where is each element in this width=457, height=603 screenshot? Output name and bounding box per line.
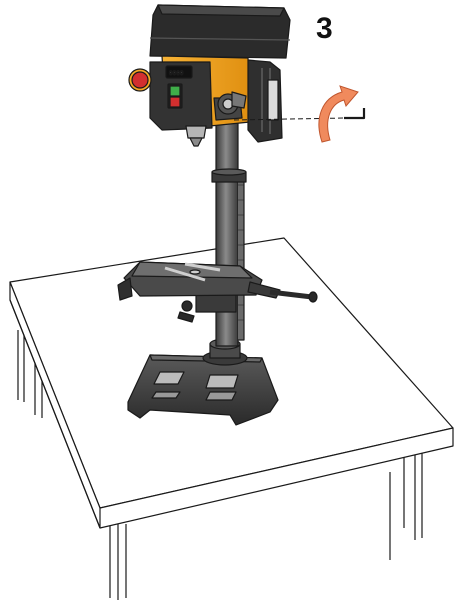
chuck <box>185 125 207 147</box>
speed-display: 0000 <box>165 65 193 79</box>
curved-rotate-arrow-icon <box>318 85 359 143</box>
drill-base <box>127 354 279 426</box>
hex-key <box>344 108 366 120</box>
feed-handle-hub <box>213 91 247 121</box>
rack-collar <box>211 168 247 183</box>
drill-worktable <box>117 261 318 323</box>
power-switch <box>167 83 183 109</box>
hex-key-icon <box>233 108 366 121</box>
speed-display-digits: 0000 <box>169 70 184 77</box>
drill-head: 0000 <box>128 4 291 147</box>
emergency-stop-button <box>128 68 152 92</box>
alignment-dash <box>233 117 347 121</box>
drill-press: 0000 <box>117 4 318 426</box>
step-number: 3 <box>316 12 333 45</box>
